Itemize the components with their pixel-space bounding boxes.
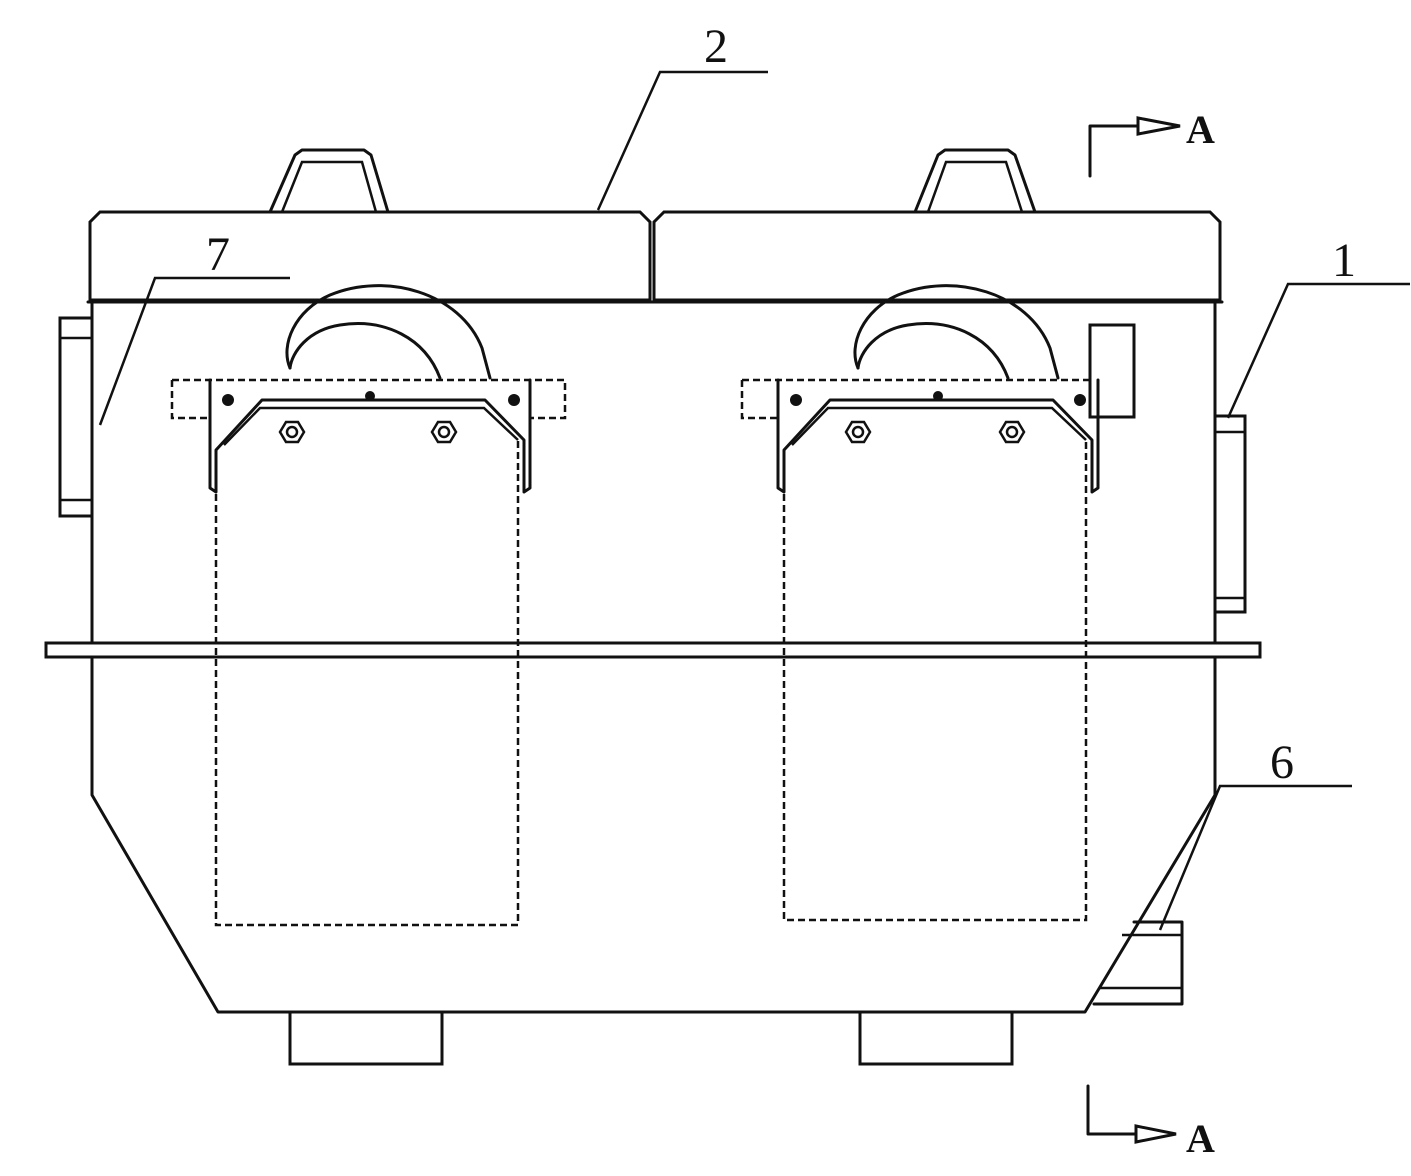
bolt-icon	[278, 420, 306, 444]
part-label-6: 6	[1270, 736, 1294, 789]
right-module	[740, 284, 1100, 922]
leader-2	[596, 70, 768, 211]
main-body	[90, 298, 1217, 1014]
leader-7	[98, 276, 290, 426]
bolt-icon	[430, 420, 458, 444]
left-side-bracket	[58, 316, 94, 518]
leader-1	[1226, 282, 1410, 419]
bolt-icon	[998, 420, 1026, 444]
bottom-right-outlet	[1092, 920, 1184, 1006]
handle-right	[913, 148, 1037, 214]
section-label-top: A	[1186, 107, 1215, 152]
handle-left	[268, 148, 390, 214]
lid-right	[652, 210, 1222, 302]
section-marker-bottom: A	[1086, 1084, 1215, 1161]
section-label-bottom: A	[1186, 1116, 1215, 1161]
part-label-2: 2	[704, 20, 728, 73]
left-foot	[288, 1010, 444, 1066]
leader-6	[1158, 784, 1352, 931]
part-label-1: 1	[1332, 234, 1356, 287]
part-label-7: 7	[206, 228, 230, 281]
right-foot	[858, 1010, 1014, 1066]
right-side-bracket	[1213, 414, 1247, 614]
section-marker-top: A	[1088, 107, 1215, 178]
left-module	[170, 284, 567, 927]
horizontal-rail	[44, 641, 1262, 659]
bolt-icon	[844, 420, 872, 444]
